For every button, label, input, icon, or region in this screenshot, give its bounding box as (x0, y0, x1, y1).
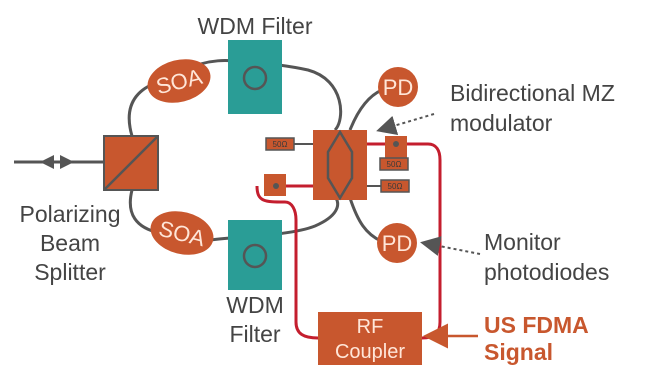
rf-coupler-label-line1: RF (357, 316, 384, 338)
arrow-left-icon (40, 155, 54, 169)
signal-label-line2: Signal (484, 339, 553, 365)
termination-right-top: 50Ω (379, 136, 409, 171)
monitor-label-line1: Monitor (484, 229, 561, 255)
mz-label-line2: modulator (450, 110, 553, 136)
wdm-filter-bottom-label-line2: Filter (229, 321, 280, 347)
mz-modulator (313, 129, 367, 201)
termination-right-bottom: 50Ω (367, 179, 410, 193)
termination-label: 50Ω (273, 140, 288, 149)
pbs-label-line1: Polarizing (20, 201, 121, 227)
monitor-label-line2: photodiodes (484, 259, 609, 285)
wdm-filter-bottom-label-line1: WDM (226, 292, 283, 318)
signal-label-line1: US FDMA (484, 312, 589, 338)
rf-coupler: RF Coupler (318, 312, 422, 365)
termination-label: 50Ω (388, 182, 403, 191)
fiber-mz-pd-top (348, 88, 383, 131)
soa-bottom: SOA (150, 211, 214, 255)
pbs-label-line2: Beam (40, 230, 100, 256)
monitor-pointer-arrow (420, 236, 481, 256)
pbs-label-line3: Splitter (34, 259, 106, 285)
pd-bottom: PD (377, 223, 417, 263)
pointer-arrows (376, 113, 481, 349)
wdm-filter-top (228, 40, 282, 114)
pd-bottom-label: PD (382, 231, 413, 256)
soa-top: SOA (147, 59, 211, 103)
wdm-filter-bottom (228, 220, 282, 290)
fiber-mz-pd-bottom (348, 197, 382, 243)
termination-left: 50Ω (265, 137, 313, 151)
termination-label: 50Ω (387, 160, 402, 169)
bidirectional-arrows (40, 155, 74, 169)
wdm-filter-top-label: WDM Filter (198, 13, 313, 39)
mz-pointer-arrow (376, 113, 435, 136)
polarizing-beam-splitter (103, 135, 159, 191)
pd-top-label: PD (383, 75, 414, 100)
rf-port-left (264, 174, 286, 196)
pd-top: PD (378, 67, 418, 107)
rf-path-left (255, 185, 319, 340)
mz-label-line1: Bidirectional MZ (450, 80, 615, 106)
arrow-right-icon (60, 155, 74, 169)
rf-coupler-label-line2: Coupler (335, 341, 405, 363)
